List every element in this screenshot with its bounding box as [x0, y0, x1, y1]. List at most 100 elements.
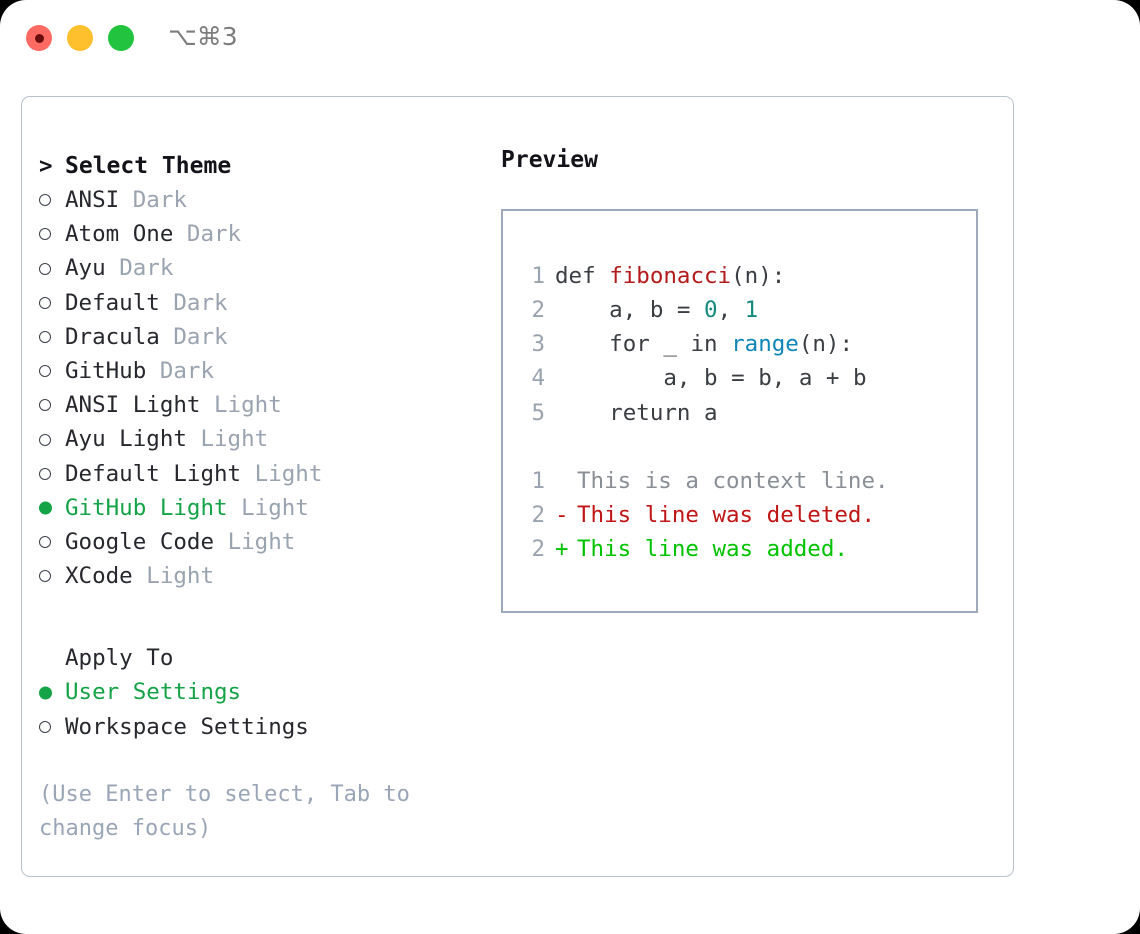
theme-list-item[interactable]: Default Dark — [39, 286, 479, 320]
line-number: 4 — [531, 365, 545, 392]
minimize-button[interactable] — [67, 25, 93, 51]
code-line: 3 for _ in range(n): — [519, 327, 970, 361]
line-number: 2 — [531, 502, 545, 529]
theme-list-item[interactable]: Dracula Dark — [39, 320, 479, 354]
theme-name: Default — [65, 289, 160, 316]
theme-name: Ayu Light — [65, 426, 187, 453]
code-token-num: 0 — [704, 297, 718, 324]
diff-marker: - — [555, 502, 569, 529]
code-token-plain: return a — [555, 399, 718, 426]
diff-line: 2-This line was deleted. — [519, 498, 970, 532]
close-button[interactable] — [26, 25, 52, 51]
line-number: 2 — [531, 297, 545, 324]
apply-to-option-label: User Settings — [65, 679, 242, 706]
theme-list-item[interactable]: Atom One Dark — [39, 217, 479, 251]
diff-line: 2 + This line was added. — [519, 533, 970, 567]
theme-variant-label: Light — [254, 460, 323, 487]
theme-name: Atom One — [65, 221, 174, 248]
apply-to-title: Apply To — [65, 645, 174, 672]
diff-line: 1 This is a context line. — [519, 464, 970, 498]
line-number: 2 — [531, 536, 545, 563]
maximize-button[interactable] — [108, 25, 134, 51]
caret-icon: > — [39, 152, 53, 179]
apply-to-option-label: Workspace Settings — [65, 713, 309, 740]
theme-name: XCode — [65, 563, 133, 590]
diff-text: This is a context line. — [577, 467, 889, 494]
code-token-plain: (n): — [731, 262, 786, 289]
theme-list-item[interactable]: Default Light Light — [39, 457, 479, 491]
theme-variant-label: Dark — [173, 323, 228, 350]
theme-list-item[interactable]: GitHub Light Light — [39, 491, 479, 525]
theme-name: Dracula — [65, 323, 160, 350]
code-line: 4 a, b = b, a + b — [519, 362, 970, 396]
diff-text: This line was added. — [577, 536, 848, 563]
theme-name: GitHub Light — [65, 494, 228, 521]
title-bar: ⌥⌘3 — [0, 0, 1140, 78]
theme-list-item[interactable]: ANSI Light Light — [39, 388, 479, 422]
spacer — [187, 428, 201, 451]
recording-indicator-icon — [34, 33, 44, 43]
theme-list-item[interactable]: GitHub Dark — [39, 354, 479, 388]
line-number: 5 — [531, 399, 545, 426]
keyboard-shortcut-label: ⌥⌘3 — [168, 22, 238, 51]
spacer — [173, 223, 187, 246]
apply-to-option[interactable]: Workspace Settings — [39, 710, 479, 744]
code-token-plain: for _ in — [555, 331, 732, 358]
line-number: 3 — [531, 331, 545, 358]
spacer — [160, 326, 174, 349]
code-token-call: range — [731, 331, 799, 358]
theme-list-item[interactable]: Ayu Light Light — [39, 423, 479, 457]
theme-name: Ayu — [65, 255, 106, 282]
theme-variant-label: Dark — [119, 255, 174, 282]
code-line: 1 def fibonacci(n): — [519, 259, 970, 293]
theme-variant-label: Light — [200, 426, 269, 453]
section-spacer — [39, 593, 479, 641]
code-token-num: 1 — [744, 297, 759, 324]
apply-to-header: Apply To — [39, 641, 479, 675]
theme-list-item[interactable]: ANSI Dark — [39, 183, 479, 217]
code-token-plain: , — [717, 297, 745, 324]
spacer — [214, 531, 228, 554]
theme-variant-label: Dark — [132, 187, 187, 214]
theme-variant-label: Light — [146, 563, 215, 590]
code-token-plain: a, b = — [555, 297, 705, 324]
window-controls — [26, 25, 134, 51]
apply-to-option[interactable]: User Settings — [39, 676, 479, 710]
diff-marker — [555, 470, 577, 493]
theme-variant-label: Light — [227, 528, 296, 555]
spacer — [119, 189, 133, 212]
spacer — [160, 292, 174, 315]
spacer — [133, 565, 147, 588]
theme-list-item[interactable]: Ayu Dark — [39, 252, 479, 286]
code-token-plain: (n): — [798, 331, 854, 358]
code-token-fn: fibonacci — [609, 262, 732, 289]
code-line: 2 a, b = 0, 1 — [519, 293, 970, 327]
line-number: 1 — [531, 262, 545, 289]
theme-list-item[interactable]: XCode Light — [39, 559, 479, 593]
theme-variant-label: Dark — [173, 289, 228, 316]
spacer — [200, 394, 214, 417]
theme-list-header: > Select Theme — [39, 149, 479, 183]
keyboard-hint: (Use Enter to select, Tab to change focu… — [39, 782, 410, 841]
code-diff-spacer — [519, 430, 970, 464]
code-line: 5 return a — [519, 396, 970, 430]
diff-text: This line was deleted. — [577, 502, 876, 529]
theme-name: GitHub — [65, 357, 147, 384]
code-token-plain: a, b = b, a + b — [555, 365, 867, 392]
spacer — [146, 360, 160, 383]
diff-marker: + — [555, 536, 569, 563]
spacer — [228, 497, 242, 520]
theme-list-item[interactable]: Google Code Light — [39, 525, 479, 559]
theme-variant-label: Light — [241, 494, 309, 521]
theme-list-title: Select Theme — [65, 152, 232, 179]
theme-name: Default Light — [65, 460, 242, 487]
theme-name: ANSI — [65, 187, 120, 214]
code-token-plain: def — [555, 262, 610, 289]
theme-name: ANSI Light — [65, 392, 201, 419]
